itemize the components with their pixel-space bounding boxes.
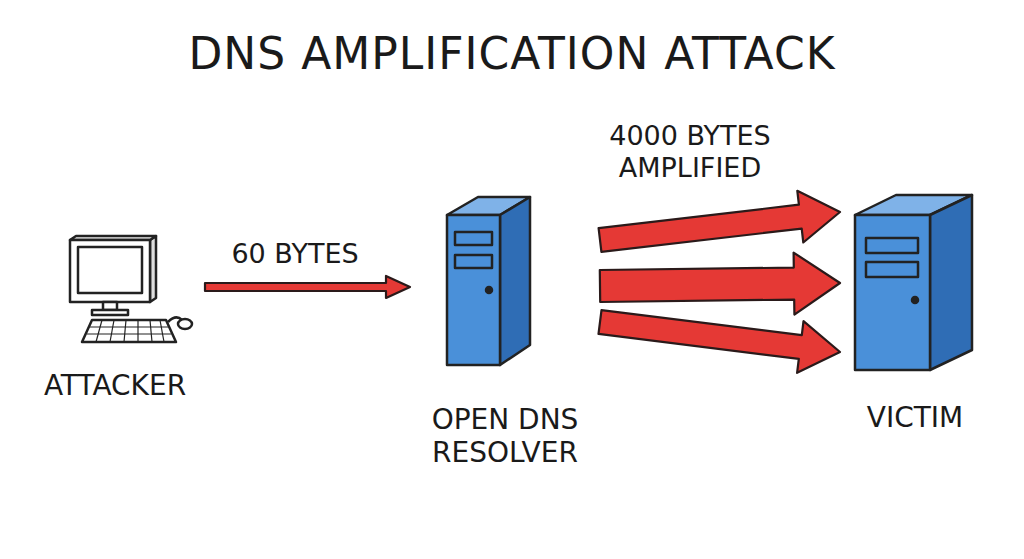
edge-label: 4000 BYTES AMPLIFIED: [580, 120, 800, 185]
monitor: [70, 240, 150, 302]
monitor-base: [92, 310, 128, 315]
arrow-connector: [599, 191, 840, 252]
server-node: VICTIM: [840, 190, 990, 435]
drive-bay: [455, 232, 492, 245]
server-side: [930, 195, 972, 370]
node-label: ATTACKER: [25, 369, 205, 403]
diagram-title: DNS AMPLIFICATION ATTACK: [0, 28, 1024, 79]
drive-bay: [866, 238, 918, 253]
drive-bay: [455, 255, 492, 268]
power-button: [486, 287, 492, 293]
keyboard-keys: [87, 320, 171, 342]
server-front: [855, 215, 930, 370]
edge-label: 60 BYTES: [210, 238, 380, 270]
node-label: VICTIM: [840, 401, 990, 435]
computer-icon: [70, 236, 192, 342]
drive-bay: [866, 262, 918, 277]
computer-node: ATTACKER: [25, 235, 205, 403]
power-button: [912, 297, 918, 303]
arrow-connector: [205, 276, 410, 298]
server-icon: [447, 197, 530, 365]
monitor-screen: [78, 247, 142, 293]
server-side: [500, 197, 530, 365]
mouse: [178, 319, 192, 329]
node-label: OPEN DNS RESOLVER: [410, 403, 600, 470]
arrow-connector: [600, 253, 840, 315]
server-node: OPEN DNS RESOLVER: [410, 190, 600, 470]
arrow-connector: [599, 310, 841, 373]
keyboard: [82, 320, 176, 342]
server-front: [447, 215, 500, 365]
server-icon: [855, 195, 972, 370]
